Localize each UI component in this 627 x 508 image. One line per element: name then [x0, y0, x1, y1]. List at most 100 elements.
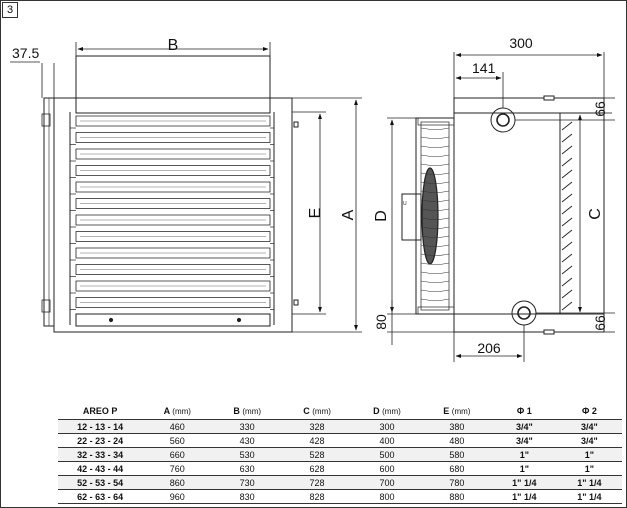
- table-cell-c: 528: [282, 447, 353, 462]
- table-cell-phi2: 1" 1/4: [556, 475, 622, 490]
- grill-wire: [420, 235, 450, 238]
- header-e: E (mm): [421, 404, 492, 420]
- table-cell-c: 628: [282, 461, 353, 476]
- side-view: U: [401, 95, 605, 335]
- hatch-line: [561, 121, 573, 131]
- louver-height-label-e: E: [307, 208, 324, 219]
- inlet-pipe: [490, 107, 516, 133]
- table-cell-model: 62 - 63 - 64: [58, 489, 143, 504]
- grill-wire: [420, 217, 450, 220]
- table-cell-phi1: 3/4": [491, 433, 557, 448]
- table-cell-c: 728: [282, 475, 353, 490]
- grill-wire: [420, 253, 450, 256]
- table-cell-a: 660: [142, 447, 213, 462]
- table-cell-b: 830: [212, 489, 283, 504]
- grill-wire: [420, 127, 450, 130]
- grill-wire: [420, 172, 450, 175]
- table-cell-phi1: 1" 1/4: [491, 489, 557, 504]
- hatch-line: [561, 301, 573, 311]
- bottom-depth-label: 206: [477, 340, 501, 356]
- table-cell-phi2: 1": [556, 447, 622, 462]
- coil-hatching: [561, 121, 573, 311]
- depth-label: 300: [509, 35, 533, 51]
- top-pipe-label: 66: [592, 101, 608, 117]
- hatch-line: [561, 193, 573, 203]
- dimensions-table: AREO P A (mm) B (mm) C (mm) D (mm) E (mm…: [58, 404, 622, 504]
- header-b: B (mm): [212, 404, 283, 420]
- table-cell-b: 330: [212, 419, 283, 434]
- table-cell-a: 460: [142, 419, 213, 434]
- table-cell-model: 12 - 13 - 14: [58, 419, 143, 434]
- table-cell-b: 530: [212, 447, 283, 462]
- bottom-lip: [75, 313, 271, 327]
- front-casing: [53, 97, 293, 333]
- fan-motor: [401, 193, 422, 241]
- table-cell-phi1: 1" 1/4: [491, 475, 557, 490]
- table-cell-c: 828: [282, 489, 353, 504]
- hatch-line: [561, 169, 573, 179]
- table-cell-model: 32 - 33 - 34: [58, 447, 143, 462]
- hatch-line: [561, 241, 573, 251]
- svg-text:U: U: [403, 201, 407, 207]
- grill-wire: [420, 289, 450, 292]
- table-cell-phi1: 3/4": [491, 419, 557, 434]
- hatch-line: [561, 217, 573, 227]
- grill-wire: [420, 298, 450, 301]
- fan-grill: [420, 127, 450, 301]
- table-cell-phi2: 3/4": [556, 419, 622, 434]
- table-cell-c: 428: [282, 433, 353, 448]
- header-model: AREO P: [58, 404, 143, 420]
- hatch-line: [561, 229, 573, 239]
- table-cell-a: 960: [142, 489, 213, 504]
- table-cell-a: 760: [142, 461, 213, 476]
- table-cell-e: 780: [421, 475, 492, 490]
- table-cell-b: 630: [212, 461, 283, 476]
- grill-wire: [420, 208, 450, 211]
- table-cell-a: 560: [142, 433, 213, 448]
- table-cell-e: 480: [421, 433, 492, 448]
- table-cell-phi2: 1" 1/4: [556, 489, 622, 504]
- bottom-offset-label: 80: [373, 314, 389, 330]
- table-cell-phi2: 1": [556, 461, 622, 476]
- outlet-pipe: [511, 300, 537, 326]
- grill-wire: [420, 145, 450, 148]
- table-cell-c: 328: [282, 419, 353, 434]
- table-cell-phi1: 1": [491, 461, 557, 476]
- hatch-line: [561, 277, 573, 287]
- front-dimensions: [10, 42, 362, 333]
- grill-wire: [420, 271, 450, 274]
- table-cell-d: 800: [352, 489, 422, 504]
- hatch-line: [561, 133, 573, 143]
- bottom-pipe-label: 66: [592, 315, 608, 331]
- grill-wire: [420, 226, 450, 229]
- hatch-line: [561, 181, 573, 191]
- grill-wire: [420, 262, 450, 265]
- table-cell-phi1: 1": [491, 447, 557, 462]
- table-cell-e: 580: [421, 447, 492, 462]
- pipe-offset-label: 141: [472, 60, 496, 76]
- technical-drawing: 37.5 B E A U: [10, 35, 615, 362]
- table-cell-model: 22 - 23 - 24: [58, 433, 143, 448]
- coil-casing: [453, 97, 605, 333]
- hatch-line: [561, 253, 573, 263]
- grill-wire: [420, 244, 450, 247]
- hatch-line: [561, 157, 573, 167]
- table-cell-model: 52 - 53 - 54: [58, 475, 143, 490]
- front-view: [41, 55, 299, 333]
- hatch-line: [561, 289, 573, 299]
- table-header-row: AREO P A (mm) B (mm) C (mm) D (mm) E (mm…: [58, 404, 622, 420]
- hatch-line: [561, 145, 573, 155]
- figure-number: 3: [2, 2, 18, 18]
- table-cell-phi2: 3/4": [556, 433, 622, 448]
- header-phi1: Φ 1: [491, 404, 557, 420]
- fan-height-label-d: D: [373, 210, 390, 222]
- table-cell-a: 860: [142, 475, 213, 490]
- grill-wire: [420, 280, 450, 283]
- header-a: A (mm): [142, 404, 213, 420]
